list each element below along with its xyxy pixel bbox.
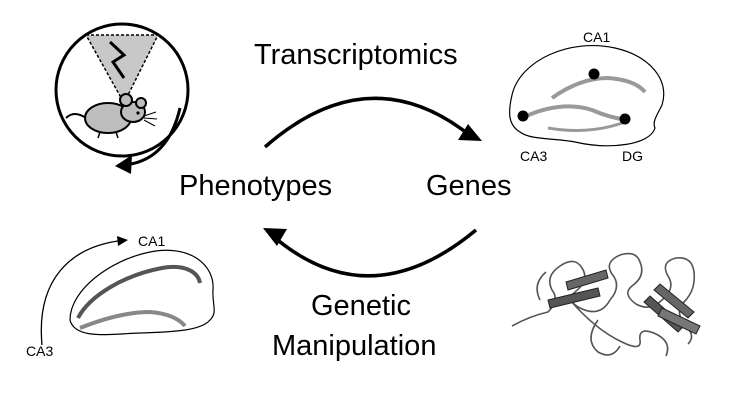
- arrowhead-to-genes: [458, 124, 482, 141]
- rotation-arrowhead: [115, 155, 132, 174]
- hippocampus-icon-top: [509, 44, 665, 147]
- label-manipulation: Manipulation: [272, 330, 437, 362]
- lightning-icon: [108, 40, 127, 79]
- protein-structure-icon: [511, 252, 696, 357]
- label-genetic: Genetic: [311, 290, 411, 322]
- mouse-icon: [65, 93, 158, 139]
- arrowhead-to-phenotypes: [263, 228, 287, 246]
- light-cone: [84, 34, 160, 105]
- pathway-arrow: [40, 240, 119, 346]
- label-transcriptomics: Transcriptomics: [254, 39, 458, 71]
- rotation-arrow: [124, 107, 182, 167]
- label-ca1-bottom: CA1: [138, 233, 166, 249]
- arrow-to-phenotypes: [272, 228, 478, 278]
- label-phenotypes: Phenotypes: [179, 170, 333, 202]
- label-ca1-top: CA1: [583, 29, 611, 45]
- arrow-to-genes: [263, 96, 474, 149]
- label-ca3-top: CA3: [520, 148, 548, 164]
- label-genes: Genes: [426, 170, 512, 202]
- mouse-stimulation-icon: [54, 22, 190, 174]
- hippocampus-icon-bottom: [40, 236, 215, 346]
- label-ca3-bottom: CA3: [26, 343, 54, 359]
- protein-ribbons: [547, 269, 701, 335]
- label-dg-top: DG: [622, 148, 643, 164]
